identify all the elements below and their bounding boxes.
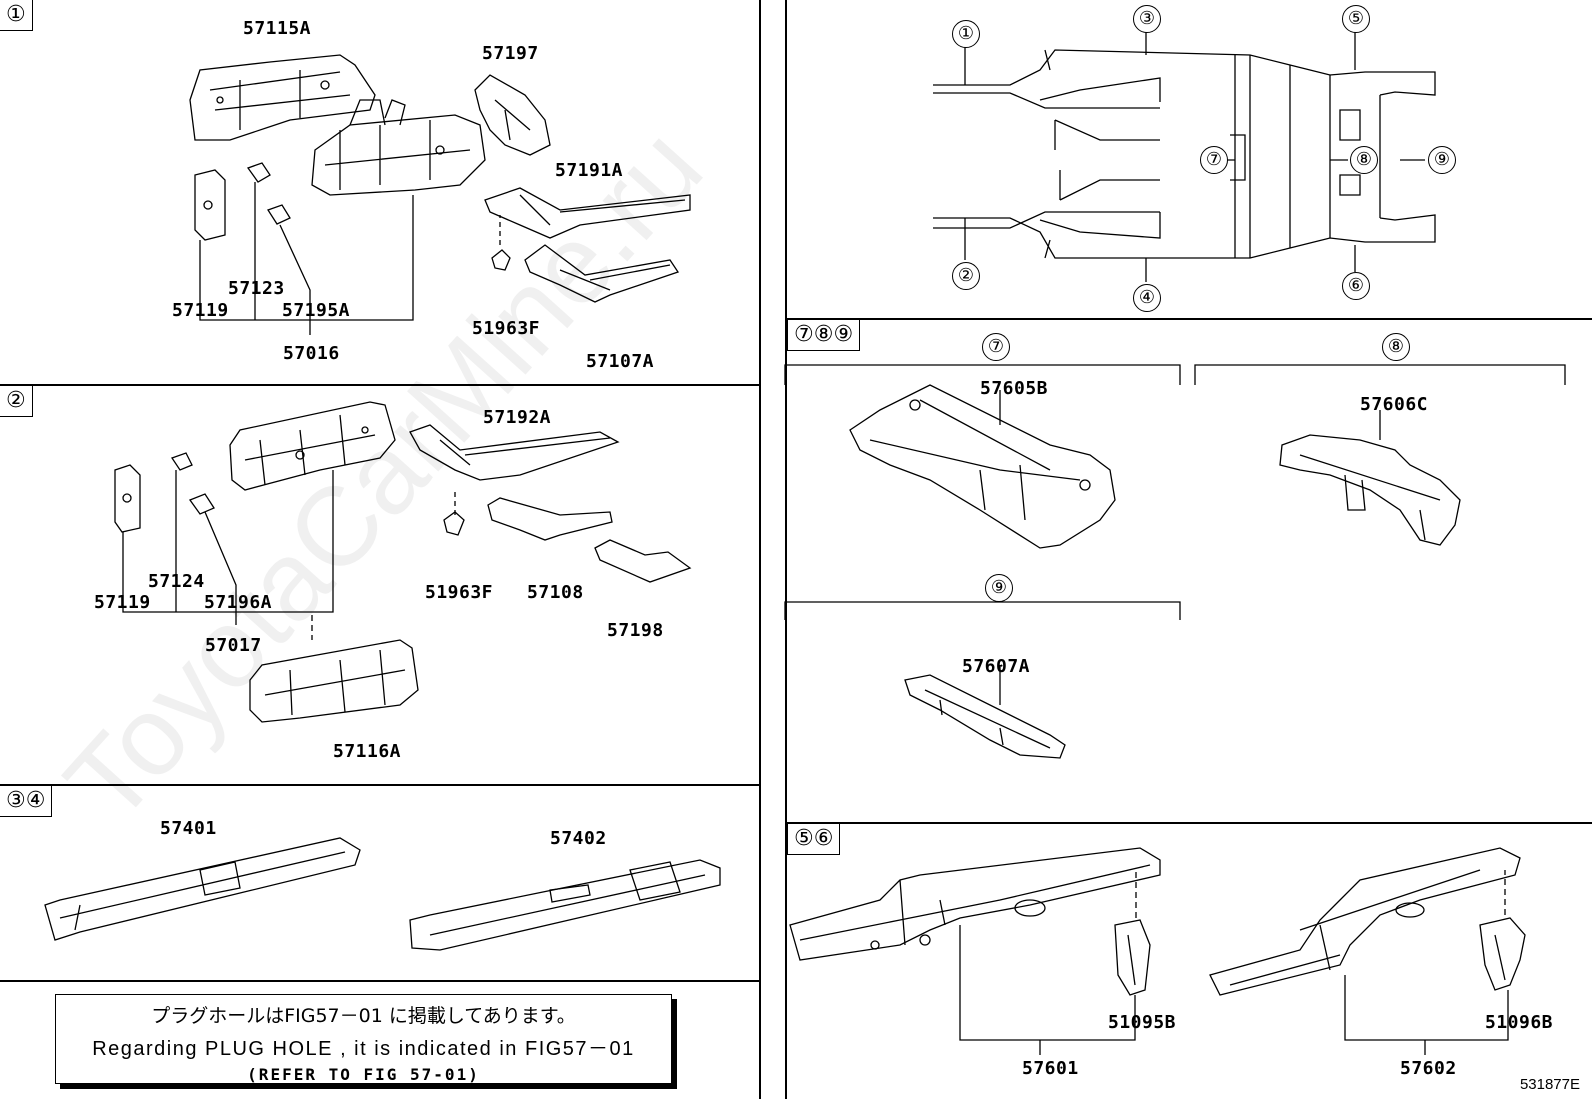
part-label-51095B: 51095B [1108,1012,1177,1033]
part-label-57401: 57401 [160,818,217,839]
part-57124-drawing [170,452,193,471]
part-label-57119-b: 57119 [94,592,151,613]
overview-callout-4: ④ [1133,284,1161,312]
part-label-57116A: 57116A [333,741,402,762]
part-label-57107A: 57107A [586,351,655,372]
subsection-label-7: ⑦ [982,333,1010,361]
overview-callout-5: ⑤ [1342,5,1370,33]
part-label-57016: 57016 [283,343,340,364]
subsection-label-9: ⑨ [985,574,1013,602]
figure-code: 531877E [1519,1076,1580,1093]
part-57195A-drawing [267,204,291,225]
part-label-57123: 57123 [228,278,285,299]
part-label-57124: 57124 [148,571,205,592]
divider-vertical-left [759,0,761,1099]
panel-tag-2: ② [0,386,33,417]
part-57607A-drawing [904,674,1066,759]
part-57192A-drawing [409,424,620,481]
part-57402-drawing [409,859,721,951]
panel-tag-34: ③④ [0,786,53,817]
part-label-57601: 57601 [1022,1058,1079,1079]
part-label-51096B: 51096B [1485,1012,1554,1033]
overview-frame-drawing [933,49,1436,259]
part-51963F-drawing-2 [443,511,465,536]
part-51096B-drawing [1479,917,1526,991]
part-57198-drawing [594,539,692,583]
part-label-57198: 57198 [607,620,664,641]
part-51095B-drawing [1114,919,1151,996]
panel-tag-56: ⑤⑥ [787,824,841,855]
part-label-57115A: 57115A [243,18,312,39]
overview-callout-6: ⑥ [1342,272,1370,300]
divider-p789-p56 [785,822,1592,824]
note-japanese: プラグホールはFIG57－01 に掲載してあります。 [151,1005,576,1027]
part-label-51963F-b: 51963F [425,582,494,603]
note-reference: (REFER TO FIG 57-01) [247,1065,480,1084]
part-label-57195A: 57195A [282,300,351,321]
subsection-label-8: ⑧ [1382,333,1410,361]
part-label-51963F-a: 51963F [472,318,541,339]
part-57119-drawing-1 [194,169,226,241]
part-57401-drawing [44,837,361,941]
part-label-57197: 57197 [482,43,539,64]
part-label-57191A: 57191A [555,160,624,181]
part-label-57119-a: 57119 [172,300,229,321]
overview-callout-2: ② [952,262,980,290]
part-57119-drawing-2 [114,464,141,533]
overview-callout-7: ⑦ [1200,146,1228,174]
part-51963F-drawing-1 [491,249,511,271]
part-57197-drawing [474,74,551,156]
plug-hole-note: プラグホールはFIG57－01 に掲載してあります。 Regarding PLU… [55,994,672,1084]
overview-callout-8: ⑧ [1350,146,1378,174]
part-label-57108: 57108 [527,582,584,603]
part-label-57606C: 57606C [1360,394,1429,415]
part-57605B-drawing [849,384,1116,549]
part-label-57602: 57602 [1400,1058,1457,1079]
divider-p2-p34 [0,784,760,786]
part-57196A-drawing [188,493,215,515]
part-57602-drawing [1209,847,1521,996]
part-57115A-drawing [189,54,376,141]
part-label-57402: 57402 [550,828,607,849]
part-57017-drawing [229,401,396,491]
divider-overview-p789 [785,318,1592,320]
part-57606C-drawing [1279,434,1461,546]
divider-vertical-right [785,0,787,1099]
overview-callout-1: ① [952,20,980,48]
part-57191A-drawing [484,187,691,239]
part-57116A-drawing [249,639,419,723]
part-label-57192A: 57192A [483,407,552,428]
part-label-57605B: 57605B [980,378,1049,399]
part-label-57607A: 57607A [962,656,1031,677]
panel-tag-789: ⑦⑧⑨ [787,320,861,351]
overview-callout-3: ③ [1133,5,1161,33]
part-57107A-drawing [524,244,680,303]
overview-leader-lines [964,32,1425,282]
note-english: Regarding PLUG HOLE , it is indicated in… [92,1038,635,1060]
divider-p1-p2 [0,384,760,386]
part-57016-drawing [311,99,486,196]
part-label-57017: 57017 [205,635,262,656]
part-57601-drawing [789,847,1161,961]
part-57108-drawing [487,497,613,541]
part-label-57196A: 57196A [204,592,273,613]
overview-callout-9: ⑨ [1428,146,1456,174]
part-57123-drawing [246,162,271,183]
divider-p34-note [0,980,760,982]
panel-tag-1: ① [0,0,33,31]
